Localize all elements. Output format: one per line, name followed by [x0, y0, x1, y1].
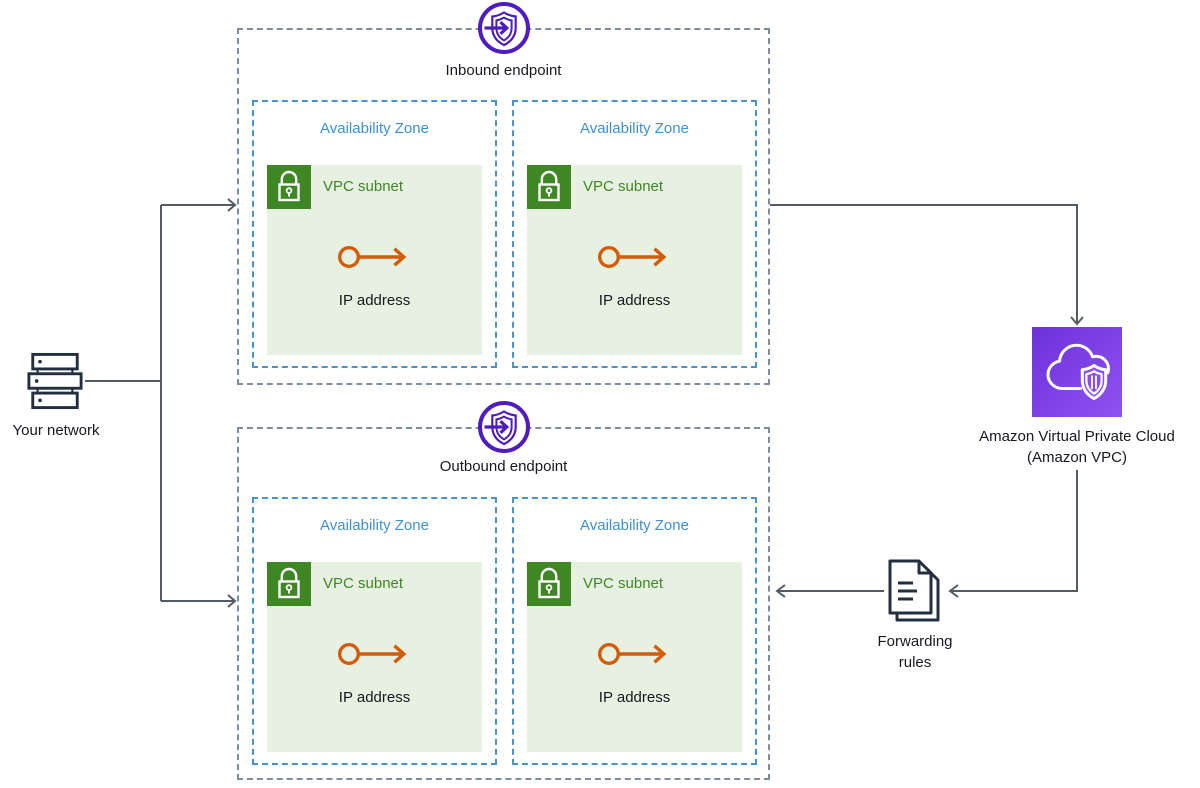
inbound-endpoint-label: Inbound endpoint: [445, 62, 562, 79]
availability-zone-label: Availability Zone: [580, 517, 689, 534]
availability-zone-label: Availability Zone: [580, 120, 689, 137]
lock-icon: [267, 562, 311, 606]
amazon-vpc-label-line2: (Amazon VPC): [1026, 449, 1128, 466]
vpc-subnet-box: VPC subnet IP address: [527, 562, 742, 752]
lock-icon: [267, 165, 311, 209]
arrow-vpc-to-forwarding: [948, 470, 1078, 598]
forwarding-rules-label-line2: rules: [898, 654, 932, 671]
availability-zone-box: Availability Zone VPC subnet IP address: [252, 100, 497, 368]
amazon-vpc-label-line1: Amazon Virtual Private Cloud: [979, 428, 1175, 445]
outbound-endpoint-icon: [477, 400, 531, 454]
vpc-subnet-label: VPC subnet: [323, 178, 404, 195]
amazon-vpc-icon: [1032, 327, 1122, 417]
ip-address-label: IP address: [338, 292, 411, 309]
arrow-network-to-inbound: [161, 198, 237, 212]
availability-zone-label: Availability Zone: [320, 517, 429, 534]
ip-address-icon: [597, 243, 673, 271]
arrow-inbound-to-vpc: [770, 204, 1084, 326]
vpc-subnet-label: VPC subnet: [583, 575, 664, 592]
lock-icon: [527, 165, 571, 209]
arrow-network-to-outbound: [161, 594, 237, 608]
ip-address-icon: [337, 640, 413, 668]
vpc-subnet-label: VPC subnet: [583, 178, 664, 195]
vpc-subnet-box: VPC subnet IP address: [527, 165, 742, 355]
availability-zone-label: Availability Zone: [320, 120, 429, 137]
inbound-endpoint-group: Inbound endpoint Availability Zone VPC s…: [237, 28, 770, 385]
your-network-label: Your network: [12, 422, 100, 439]
lock-icon: [527, 562, 571, 606]
server-stack-icon: [24, 352, 86, 410]
forwarding-rules-label-line1: Forwarding: [877, 633, 953, 650]
ip-address-label: IP address: [598, 292, 671, 309]
availability-zone-box: Availability Zone VPC subnet IP address: [512, 497, 757, 765]
ip-address-label: IP address: [598, 689, 671, 706]
ip-address-icon: [597, 640, 673, 668]
amazon-vpc-label: Amazon Virtual Private Cloud (Amazon VPC…: [955, 426, 1199, 468]
outbound-endpoint-group: Outbound endpoint Availability Zone VPC …: [237, 427, 770, 780]
outbound-endpoint-label: Outbound endpoint: [439, 458, 568, 475]
arrow-forwarding-to-outbound: [775, 584, 884, 598]
ip-address-label: IP address: [338, 689, 411, 706]
vpc-subnet-box: VPC subnet IP address: [267, 562, 482, 752]
availability-zone-box: Availability Zone VPC subnet IP address: [252, 497, 497, 765]
vpc-subnet-box: VPC subnet IP address: [267, 165, 482, 355]
inbound-endpoint-icon: [477, 1, 531, 55]
availability-zone-box: Availability Zone VPC subnet IP address: [512, 100, 757, 368]
forwarding-rules-label: Forwarding rules: [859, 631, 971, 673]
vpc-subnet-label: VPC subnet: [323, 575, 404, 592]
forwarding-rules-icon: [886, 559, 940, 623]
ip-address-icon: [337, 243, 413, 271]
